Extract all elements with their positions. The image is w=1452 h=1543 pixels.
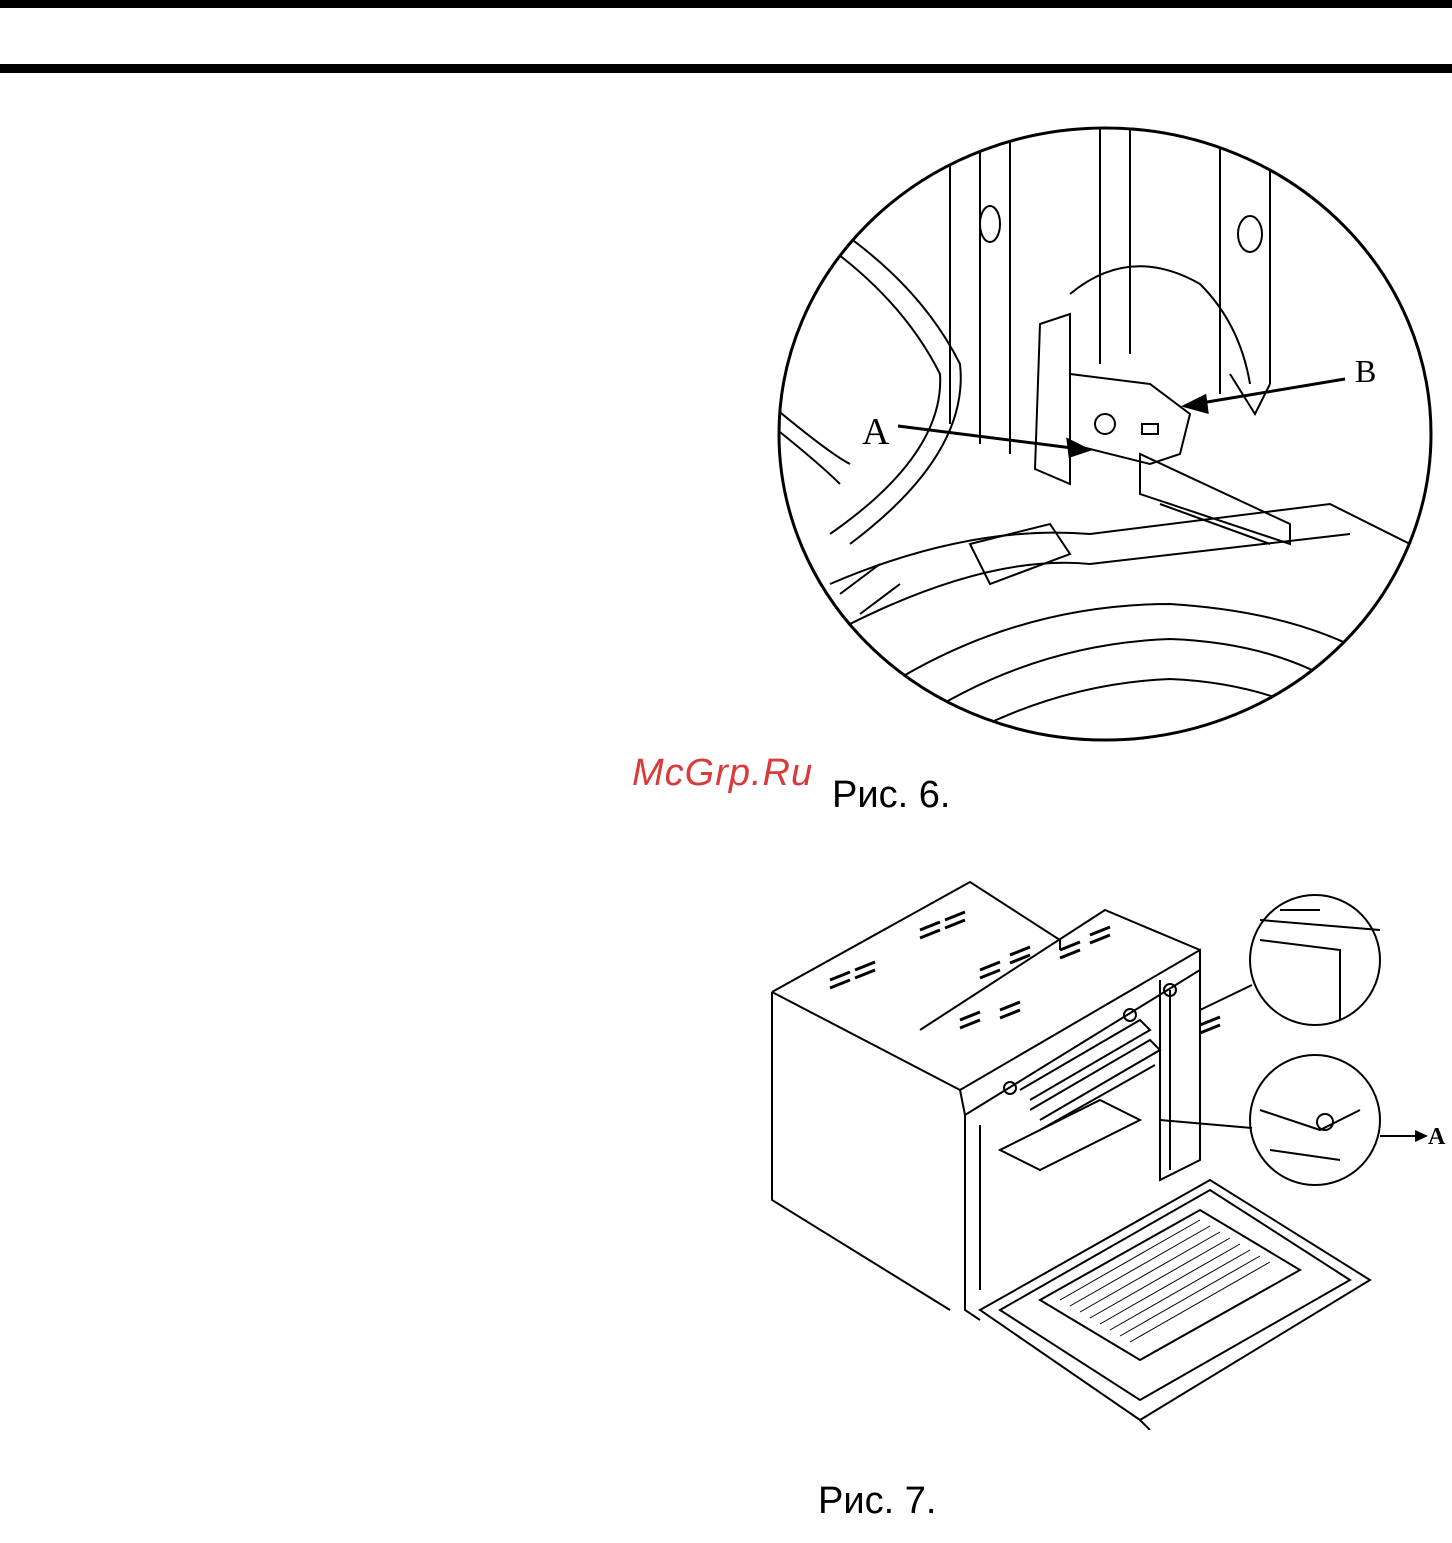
figure-6-label-a: A <box>862 411 890 453</box>
header-rule-top <box>0 0 1452 8</box>
figure-7-label-a: A <box>1428 1124 1446 1150</box>
figure-6-label-b: B <box>1355 353 1376 389</box>
figure-7-illustration: A <box>760 870 1450 1430</box>
figure-7-caption: Рис. 7. <box>818 1480 936 1523</box>
header-rule-bottom <box>0 64 1452 73</box>
watermark: McGrp.Ru <box>632 752 813 795</box>
figure-6-caption: Рис. 6. <box>832 774 950 817</box>
figure-6-illustration: A B <box>770 124 1440 749</box>
